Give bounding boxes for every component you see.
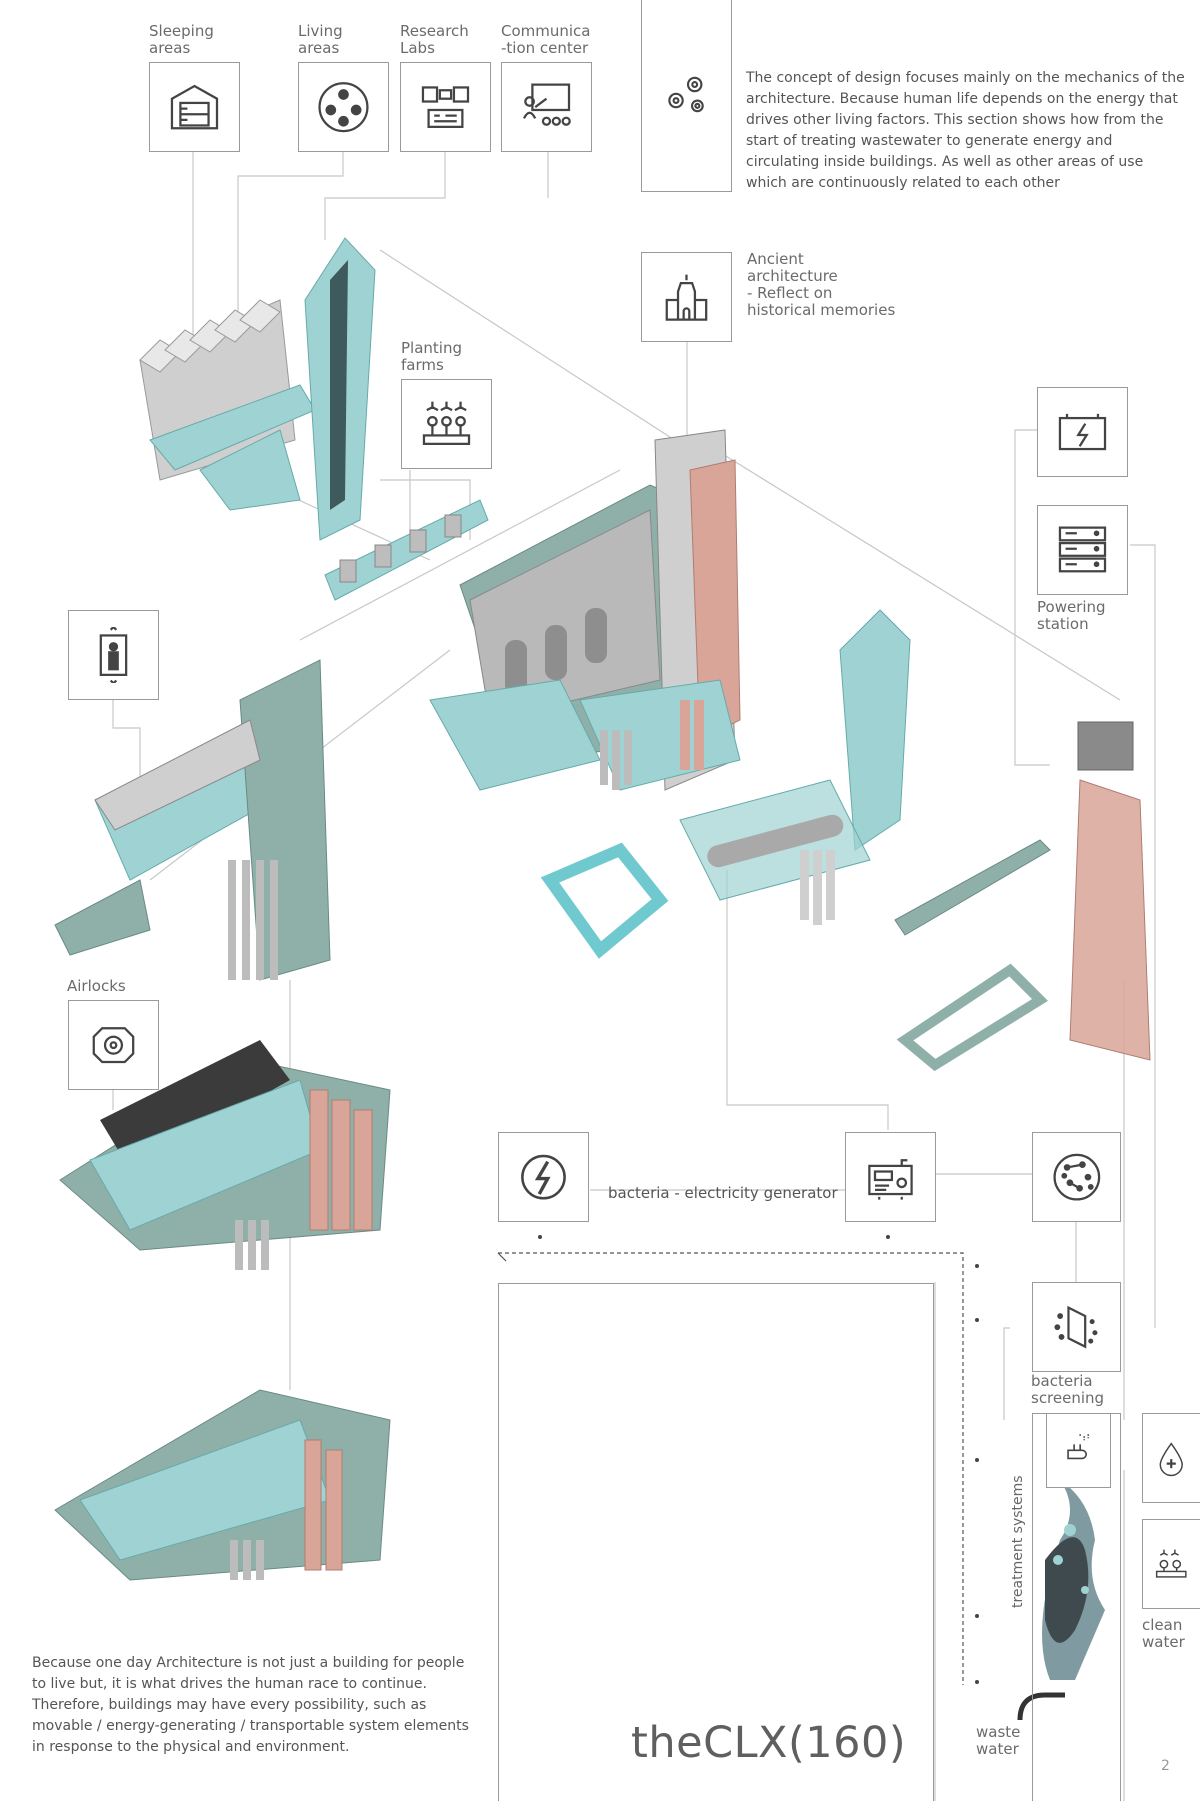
lab-equipment-icon — [400, 62, 491, 152]
label-generator: bacteria - electricity generator — [608, 1184, 838, 1202]
irrigation-icon — [1142, 1519, 1200, 1609]
treatment-system-visual — [1017, 1480, 1105, 1721]
cathedral-icon — [641, 252, 732, 342]
project-title: theCLX(160) — [631, 1718, 907, 1768]
planting-icon — [401, 379, 492, 469]
label-research-labs: Research Labs — [400, 22, 469, 57]
elevator-icon — [68, 610, 159, 700]
label-sleeping-areas: Sleeping areas — [149, 22, 214, 57]
label-communication-center: Communica -tion center — [501, 22, 591, 57]
server-rack-icon — [1037, 505, 1128, 595]
page-number: 2 — [1161, 1758, 1170, 1774]
bacteria-icon — [1032, 1132, 1121, 1222]
model-bottom-left-module — [54, 1389, 391, 1581]
label-ancient-architecture: Ancient architecture - Reflect on histor… — [747, 250, 896, 319]
concept-paragraph: The concept of design focuses mainly on … — [746, 70, 1185, 191]
model-sleeping-module — [139, 237, 376, 541]
model-tunnel-module — [540, 609, 911, 959]
main-model-frame — [498, 1283, 934, 1801]
label-powering-station: Powering station — [1037, 598, 1106, 633]
community-icon — [298, 62, 389, 152]
bunk-bed-icon — [149, 62, 240, 152]
label-bacteria-screening: bacteria screening — [1031, 1372, 1105, 1407]
battery-icon — [1037, 387, 1128, 477]
label-waste-water: waste water — [976, 1723, 1021, 1758]
lightning-icon — [498, 1132, 589, 1222]
model-powering-module — [894, 721, 1151, 1072]
label-airlocks: Airlocks — [67, 977, 126, 995]
water-drop-icon — [1142, 1413, 1200, 1503]
model-planting-module — [324, 499, 489, 601]
label-clean-water: clean water — [1142, 1616, 1185, 1651]
filter-icon — [1032, 1282, 1121, 1372]
gears-icon — [641, 0, 732, 192]
airlock-icon — [68, 1000, 159, 1090]
presentation-icon — [501, 62, 592, 152]
model-airlock-module — [59, 1040, 391, 1270]
hand-wash-icon — [1046, 1413, 1111, 1488]
model-main-building — [429, 429, 741, 791]
model-elevator-module — [54, 659, 331, 981]
generator-icon — [845, 1132, 936, 1222]
label-living-areas: Living areas — [298, 22, 343, 57]
treatment-system-frame — [1032, 1413, 1121, 1801]
label-treatment-systems: treatment systems — [1010, 1475, 1026, 1608]
label-planting-farms: Planting farms — [401, 339, 462, 374]
closing-paragraph: Because one day Architecture is not just… — [32, 1655, 469, 1755]
